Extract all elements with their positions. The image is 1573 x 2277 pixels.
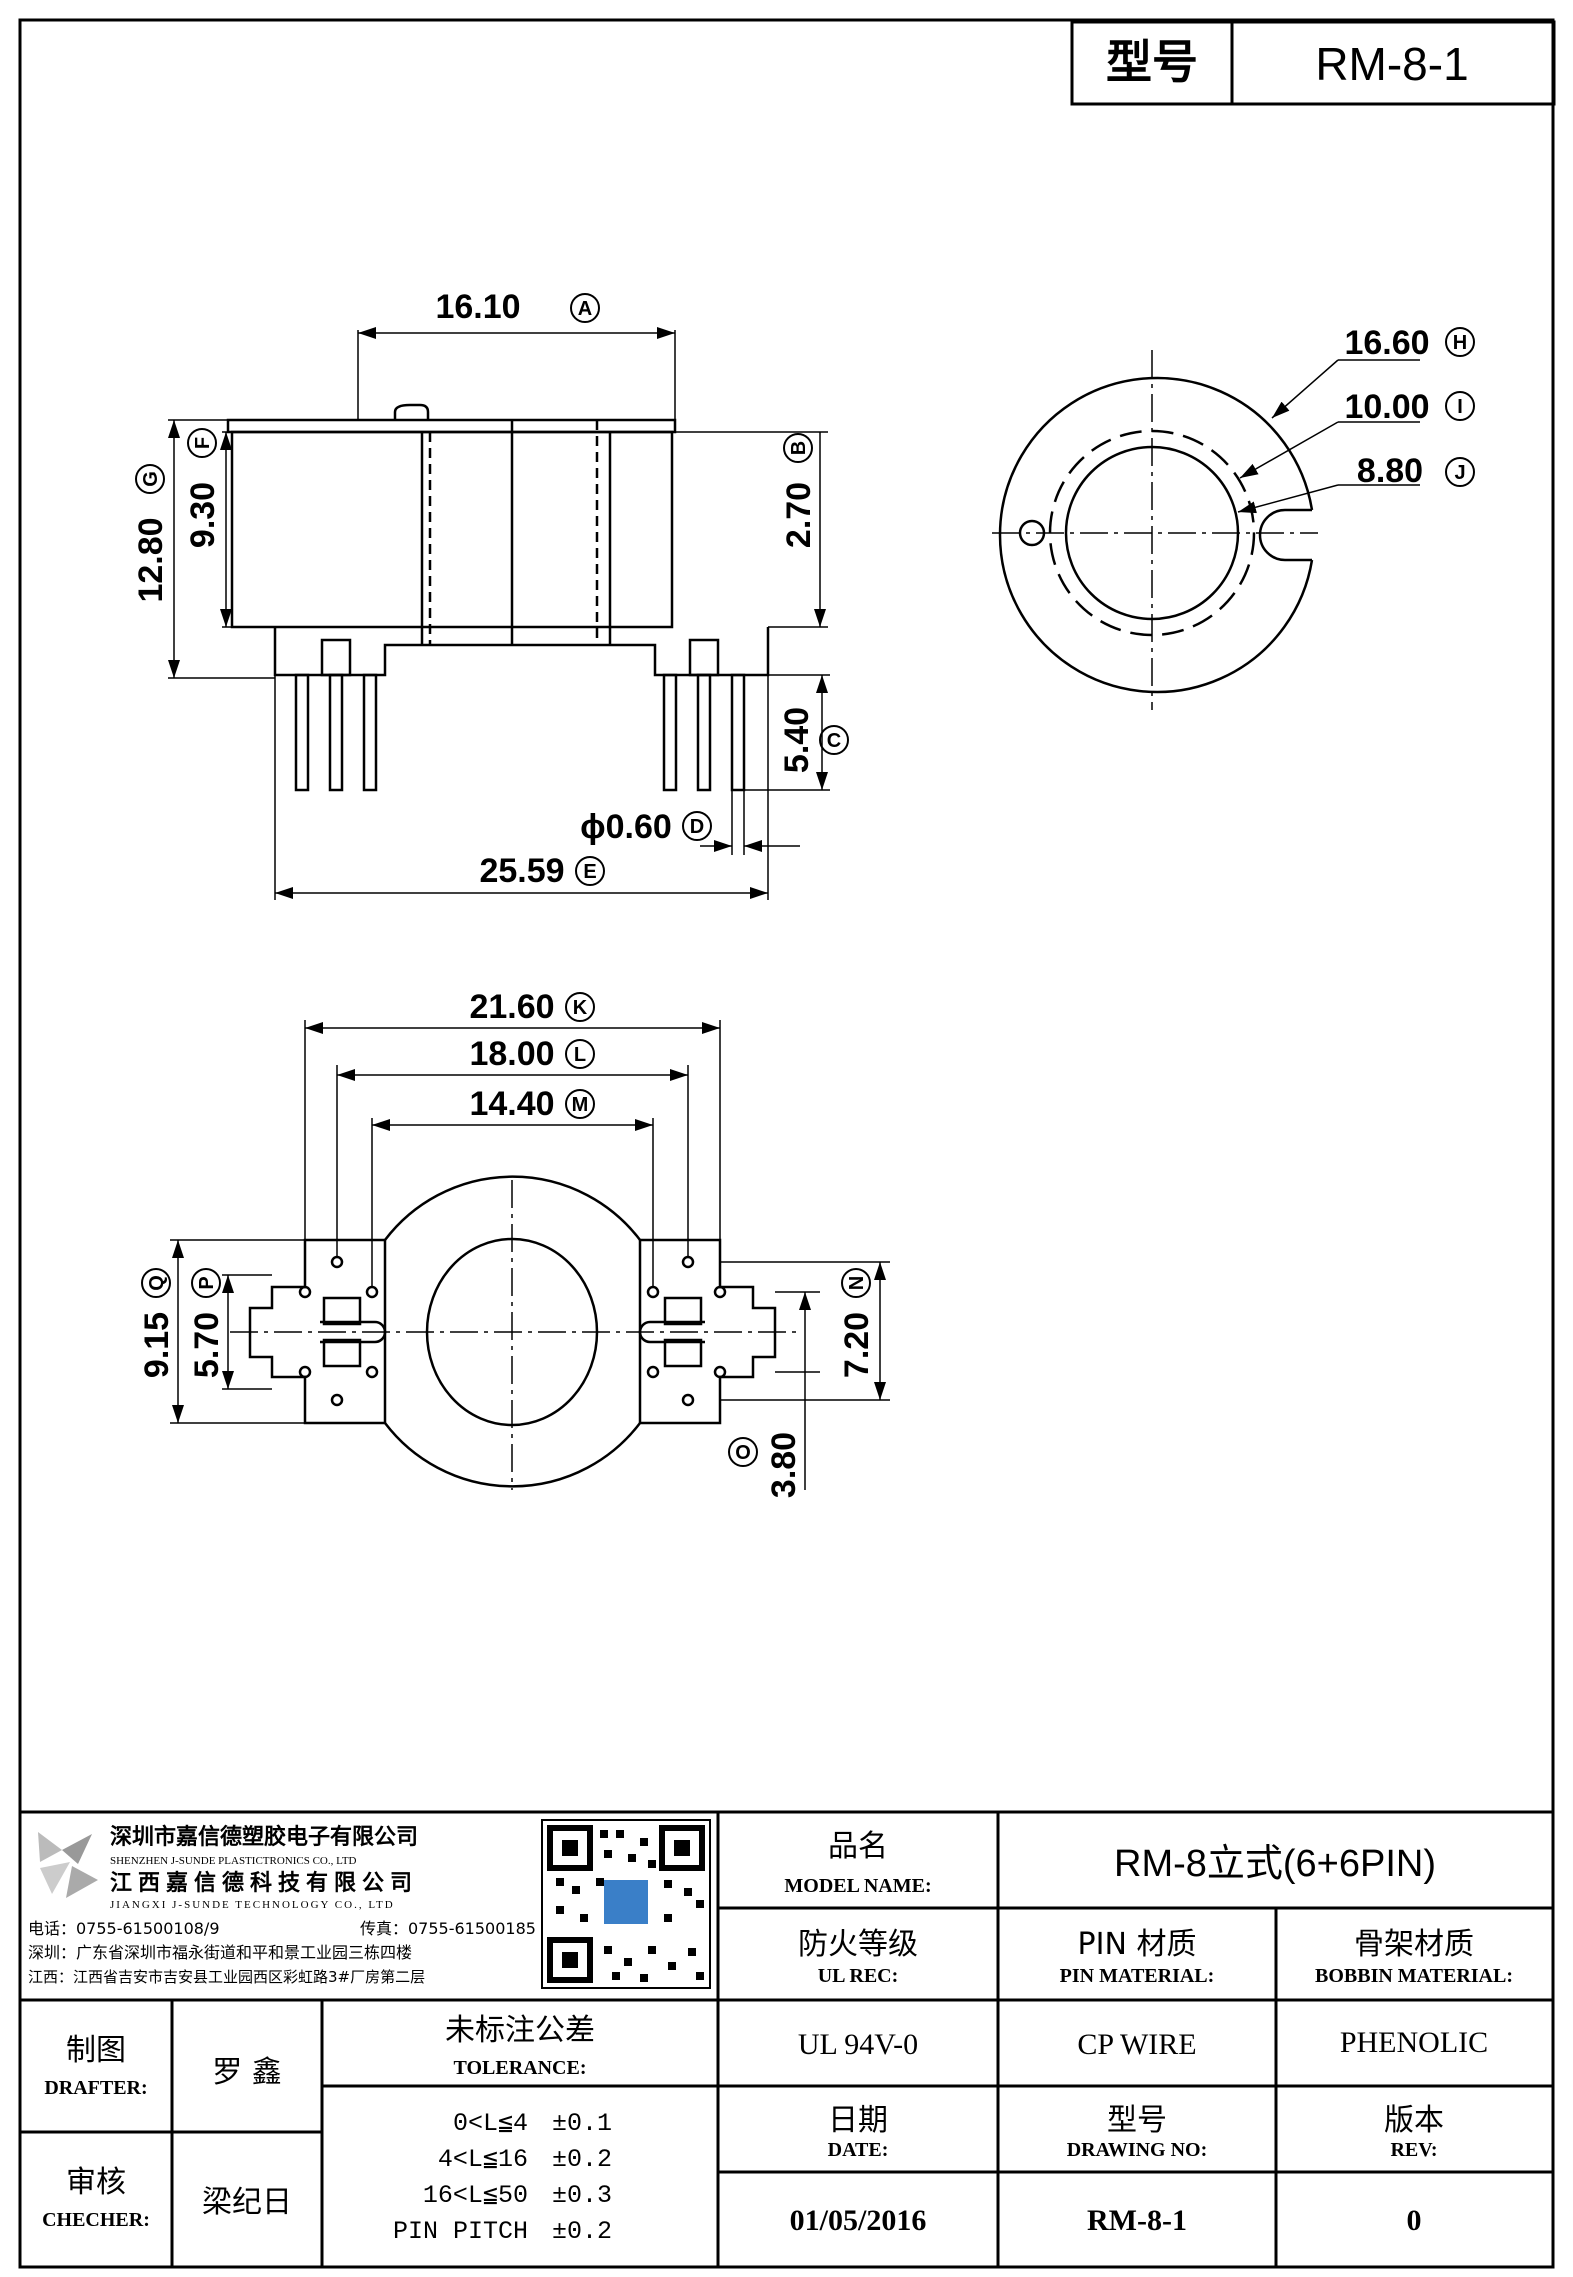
date-cn: 日期 — [828, 2103, 888, 2138]
id-L: L — [574, 1044, 586, 1066]
drawing-no-en: DRAWING NO: — [1067, 2139, 1208, 2161]
dim-width-base: 25.59 — [479, 852, 564, 890]
model-name-en: MODEL NAME: — [784, 1875, 931, 1897]
model-box-label: 型号 — [1106, 35, 1198, 89]
tolerance-value: ±0.3 — [552, 2181, 612, 2210]
id-H: H — [1453, 332, 1467, 354]
model-box-value: RM-8-1 — [1315, 38, 1468, 90]
drawing-no-cn: 型号 — [1107, 2103, 1167, 2138]
model-name-cn: 品名 — [828, 1829, 888, 1864]
company-name-jx: 江西嘉信德科技有限公司 — [110, 1870, 418, 1896]
ul-en: UL REC: — [818, 1965, 899, 1987]
id-E: E — [583, 861, 596, 883]
bobbin-material-value: PHENOLIC — [1340, 2026, 1488, 2059]
company-name-jx-en: JIANGXI J-SUNDE TECHNOLOGY CO., LTD — [110, 1899, 395, 1911]
title-block — [20, 1810, 1553, 2267]
checker-value: 梁纪日 — [202, 2185, 292, 2220]
rev-cn: 版本 — [1384, 2103, 1444, 2138]
company-addr-sz: 深圳：广东省深圳市福永街道和平和景工业园三栋四楼 — [28, 1943, 412, 1962]
bottom-view-labels: 21.60 K 18.00 L 14.40 M 9.15 Q 5.70 P 7.… — [138, 988, 876, 1498]
tolerance-value: ±0.1 — [552, 2109, 612, 2138]
id-N: N — [846, 1276, 868, 1290]
bobbin-material-cn: 骨架材质 — [1354, 1927, 1474, 1962]
id-K: K — [573, 997, 588, 1019]
dim-height-total: 12.80 — [132, 517, 170, 602]
pin-material-value: CP WIRE — [1077, 2028, 1196, 2061]
dim-h-inner: 5.70 — [188, 1312, 226, 1378]
tolerance-range: 16<L≦50 — [423, 2181, 528, 2210]
tolerance-value: ±0.2 — [552, 2217, 612, 2246]
ul-value: UL 94V-0 — [798, 2028, 918, 2061]
title-block-text: 品名 MODEL NAME: RM-8立式(6+6PIN) 防火等级 UL RE… — [42, 1829, 1513, 2237]
dim-width-top: 16.10 — [435, 288, 520, 326]
id-O: O — [735, 1442, 751, 1464]
id-Q: Q — [146, 1275, 168, 1291]
id-J: J — [1454, 462, 1465, 484]
dim-w3: 14.40 — [469, 1085, 554, 1123]
checker-en: CHECHER: — [42, 2209, 150, 2231]
top-view — [992, 350, 1420, 710]
id-D: D — [690, 816, 704, 838]
checker-cn: 审核 — [66, 2165, 126, 2200]
company-logo — [38, 1832, 98, 1898]
id-G: G — [140, 471, 162, 487]
tolerance-range: 0<L≦4 — [453, 2109, 528, 2138]
id-C: C — [827, 730, 841, 752]
sheet-border — [18, 18, 1555, 2269]
qr-code — [541, 1819, 711, 1989]
company-addr-jx: 江西：江西省吉安市吉安县工业园西区彩虹路3#厂房第二层 — [28, 1968, 425, 1986]
tolerance-cn: 未标注公差 — [445, 2013, 595, 2048]
bottom-view — [170, 1020, 890, 1490]
side-view — [168, 327, 830, 900]
id-F: F — [192, 437, 214, 449]
tolerance-en: TOLERANCE: — [454, 2057, 587, 2079]
dim-height-body: 9.30 — [184, 482, 222, 548]
dim-pin-dia: ϕ0.60 — [580, 808, 672, 846]
dim-od: 16.60 — [1344, 324, 1429, 362]
company-info: 深圳市嘉信德塑胶电子有限公司 SHENZHEN J-SUNDE PLASTICT… — [28, 1824, 536, 1986]
dim-mid: 10.00 — [1344, 388, 1429, 426]
drawing-no-value: RM-8-1 — [1087, 2204, 1187, 2237]
top-view-labels: 16.60 H 10.00 I 8.80 J — [1344, 324, 1475, 490]
model-box: 型号 RM-8-1 — [1070, 20, 1556, 106]
id-A: A — [578, 298, 592, 320]
pin-material-en: PIN MATERIAL: — [1060, 1965, 1215, 1987]
ul-cn: 防火等级 — [798, 1927, 918, 1962]
dim-h-pitch: 3.80 — [765, 1432, 803, 1498]
company-name-sz-en: SHENZHEN J-SUNDE PLASTICTRONICS CO., LTD — [110, 1855, 357, 1867]
dim-w1: 21.60 — [469, 988, 554, 1026]
date-en: DATE: — [828, 2139, 889, 2161]
tolerance-value: ±0.2 — [552, 2145, 612, 2174]
bobbin-material-en: BOBBIN MATERIAL: — [1315, 1965, 1513, 1987]
rev-value: 0 — [1407, 2204, 1422, 2237]
model-name-value: RM-8立式(6+6PIN) — [1114, 1843, 1436, 1885]
rev-en: REV: — [1390, 2139, 1437, 2161]
company-phone: 电话：0755-61500108/9 — [28, 1919, 220, 1938]
drafter-cn: 制图 — [66, 2033, 126, 2068]
tolerance-range: PIN PITCH — [393, 2217, 528, 2246]
dim-h-outer: 9.15 — [138, 1312, 176, 1378]
id-B: B — [788, 441, 810, 455]
dim-h-right: 7.20 — [838, 1312, 876, 1378]
tolerance-range: 4<L≦16 — [438, 2145, 528, 2174]
dim-id: 8.80 — [1357, 452, 1423, 490]
company-fax: 传真：0755-61500185 — [360, 1919, 536, 1938]
drafter-en: DRAFTER: — [44, 2077, 147, 2099]
id-I: I — [1457, 396, 1463, 418]
id-M: M — [572, 1094, 589, 1116]
dim-flange-step: 2.70 — [780, 482, 818, 548]
side-view-labels: 16.10 A 12.80 G 9.30 F 2.70 B 5.40 C ϕ0.… — [132, 288, 849, 890]
id-P: P — [196, 1276, 218, 1289]
pin-material-cn: PIN 材质 — [1078, 1927, 1197, 1962]
dim-w2: 18.00 — [469, 1035, 554, 1073]
tolerance-table: 0<L≦4 ±0.1 4<L≦16 ±0.2 16<L≦50 ±0.3 PIN … — [393, 2109, 612, 2246]
company-name-sz: 深圳市嘉信德塑胶电子有限公司 — [110, 1824, 418, 1850]
dim-pin-length: 5.40 — [778, 707, 816, 773]
date-value: 01/05/2016 — [790, 2204, 927, 2237]
drafter-value: 罗 鑫 — [212, 2055, 282, 2090]
